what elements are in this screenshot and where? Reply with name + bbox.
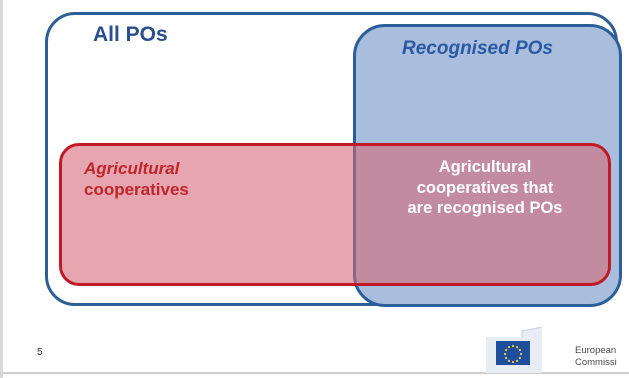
overlap-label: Agricultural cooperatives that are recog…	[366, 157, 604, 219]
recognised-pos-title: Recognised POs	[402, 38, 553, 59]
european-commission-logo	[486, 327, 543, 373]
coop-label-line-2: cooperatives	[84, 180, 189, 199]
agricultural-cooperatives-label: Agricultural cooperatives	[84, 158, 189, 200]
slide-bottom-rule	[0, 372, 629, 374]
european-commission-wordmark: European Commissi	[575, 345, 617, 369]
eu-flag-stars	[503, 344, 523, 364]
overlap-label-line-1: Agricultural	[438, 158, 532, 176]
all-pos-title: All POs	[93, 23, 168, 46]
agricultural-cooperatives-set	[59, 143, 611, 286]
coop-label-line-1: Agricultural	[84, 159, 180, 178]
wordmark-line-1: European	[575, 345, 617, 356]
slide-left-edge	[0, 0, 3, 378]
overlap-label-line-3: are recognised POs	[407, 199, 563, 217]
wordmark-line-2: Commissi	[575, 357, 617, 368]
overlap-label-line-2: cooperatives that	[416, 178, 554, 197]
logo-building-outline	[521, 327, 543, 337]
page-number: 5	[37, 347, 43, 358]
